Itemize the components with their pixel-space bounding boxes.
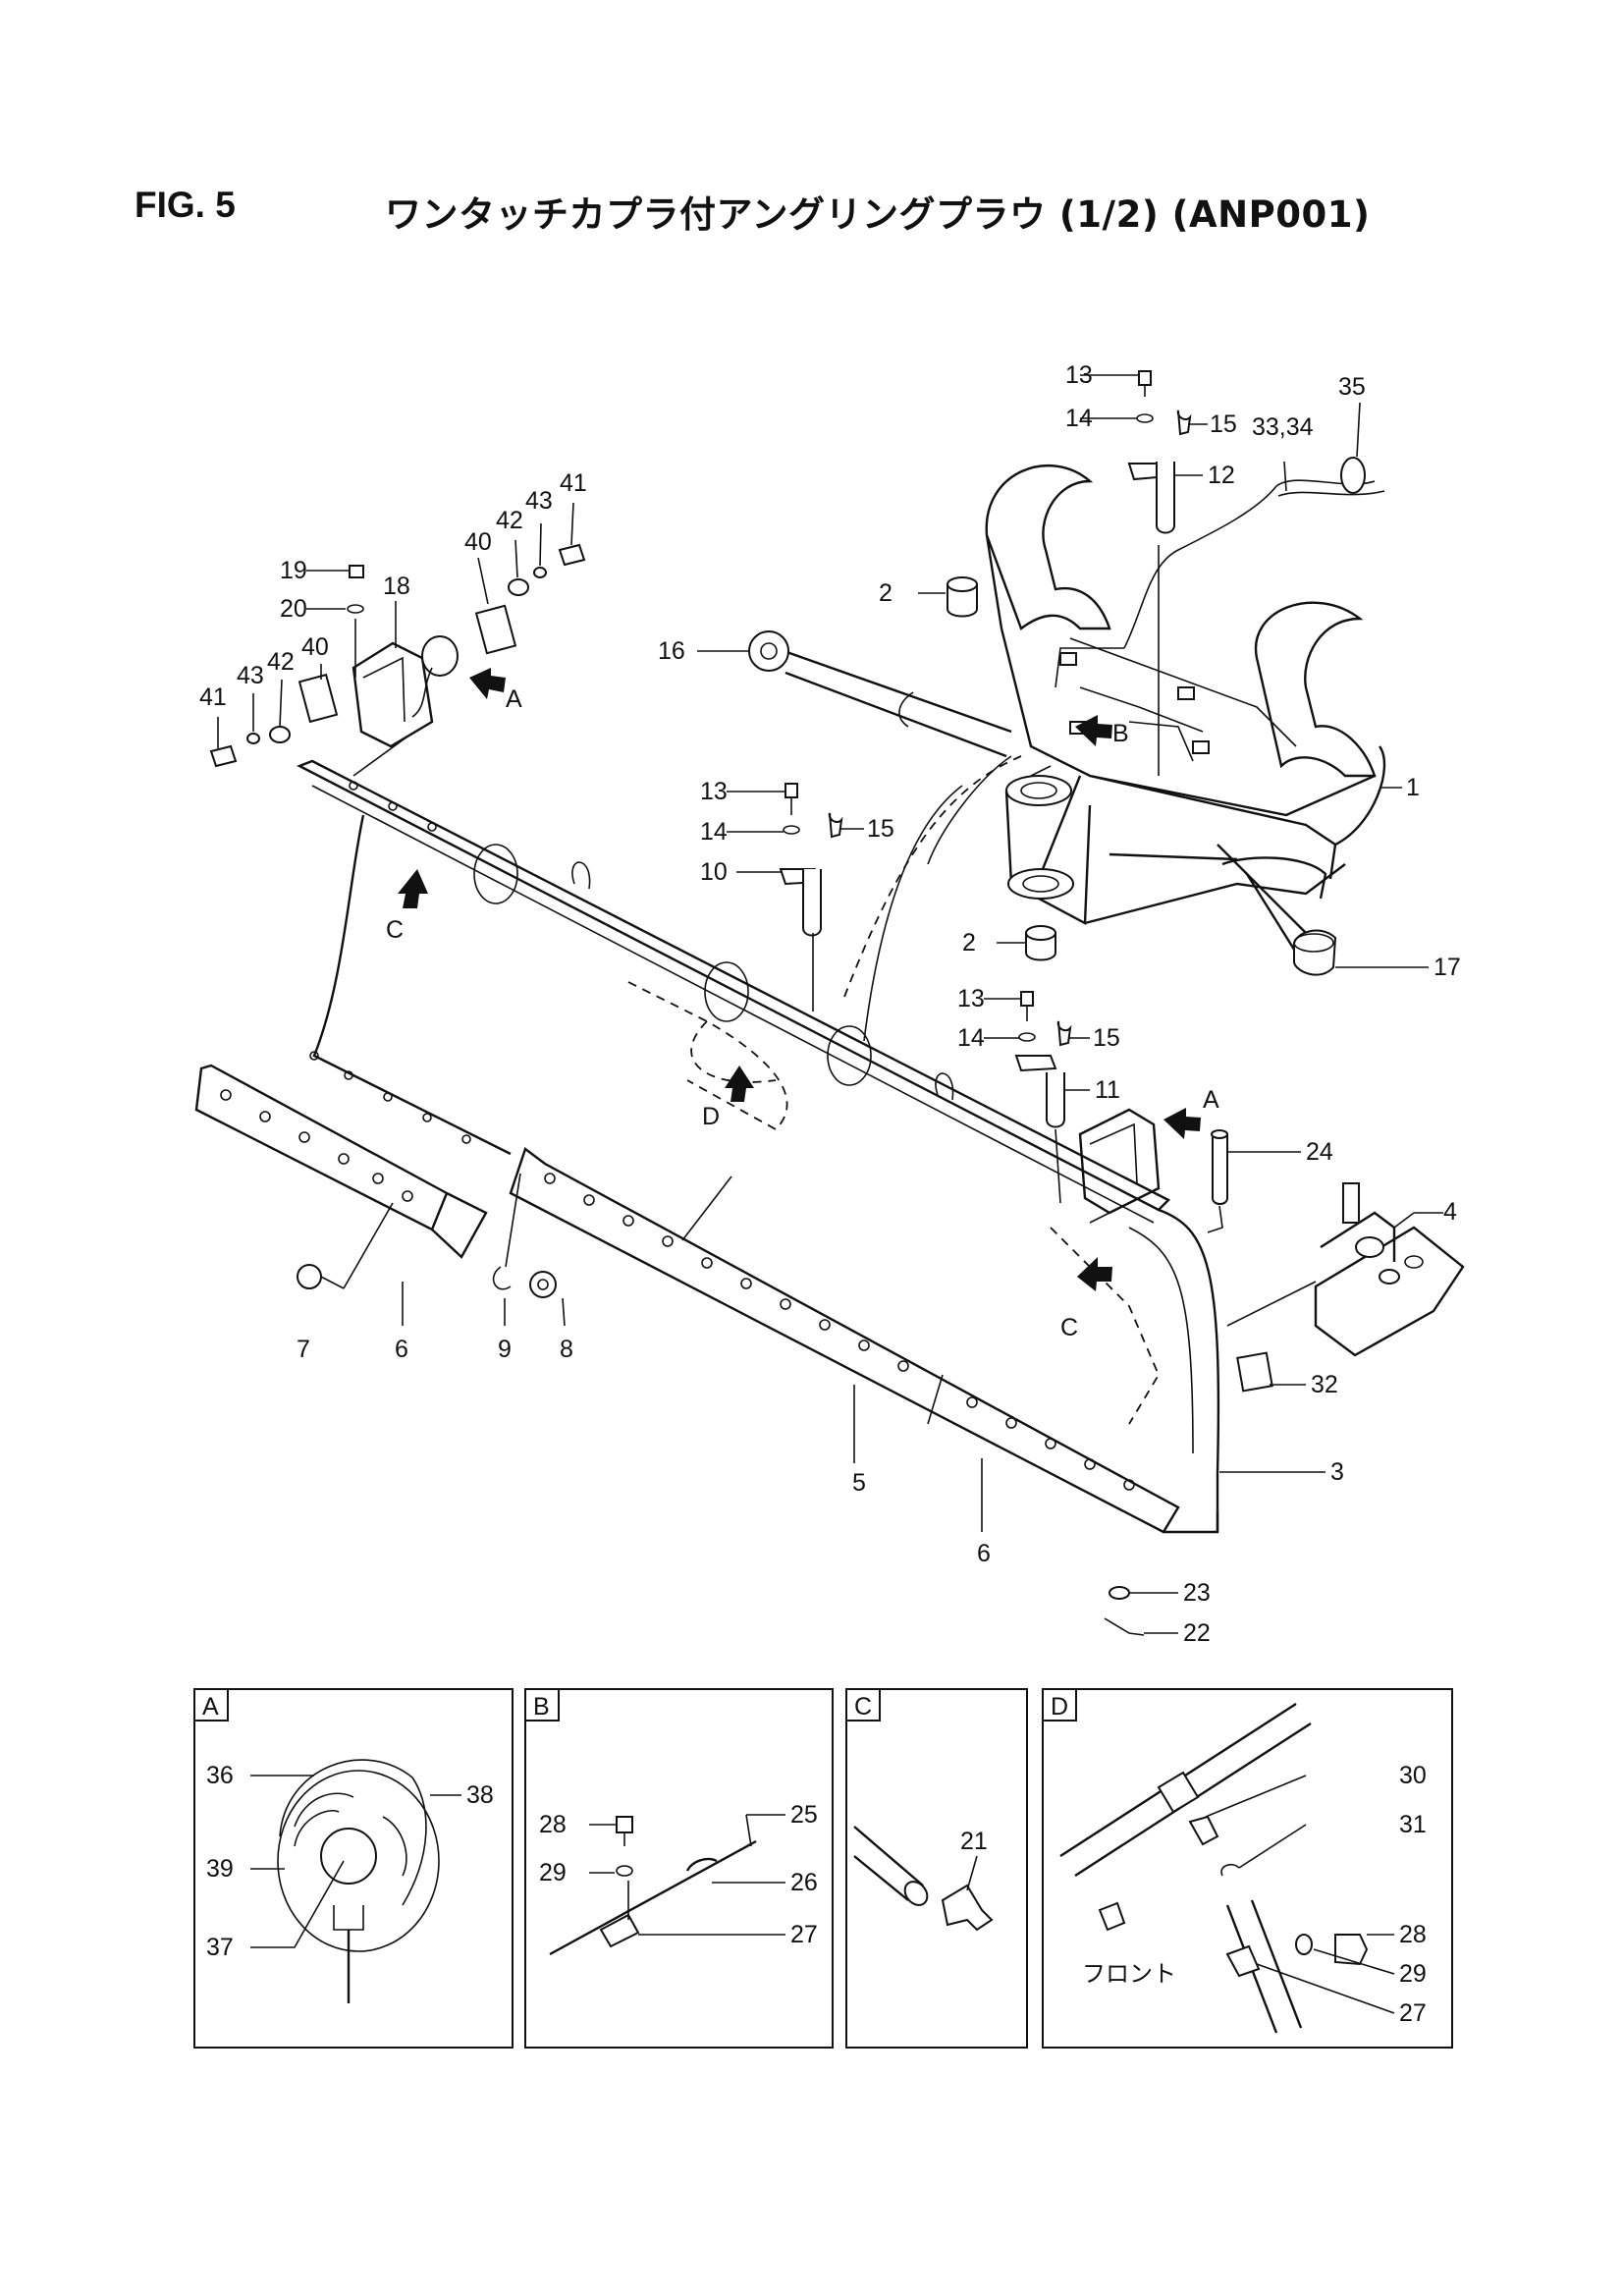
- callout: 12: [1208, 462, 1235, 489]
- leader-lines: [217, 374, 1443, 1634]
- detail-label: B: [533, 1693, 550, 1721]
- bolt-nut-hardware: [297, 1173, 983, 1532]
- callout: 40: [301, 633, 329, 661]
- callout: 43: [237, 662, 264, 689]
- callout: 14: [700, 818, 728, 846]
- valve-11-assembly: [1014, 991, 1072, 1204]
- front-direction-label: フロント: [1082, 1960, 1176, 1988]
- detail-callout: 28: [1399, 1921, 1427, 1948]
- detail-callout: 27: [790, 1921, 818, 1948]
- callout: 11: [1095, 1076, 1120, 1104]
- detail-callout: 26: [790, 1869, 818, 1896]
- view-label: B: [1112, 720, 1129, 747]
- callout: 19: [280, 557, 307, 584]
- detail-label: A: [202, 1693, 219, 1721]
- view-label: D: [702, 1103, 720, 1130]
- detail-callout: 39: [206, 1855, 234, 1883]
- plate-32: [1236, 1351, 1273, 1393]
- callout: 15: [867, 815, 894, 843]
- detail-callout: 29: [1399, 1960, 1427, 1988]
- callout: 23: [1183, 1579, 1211, 1607]
- view-labels: A A B C C D: [386, 685, 1219, 1341]
- pin-24: [1207, 1129, 1228, 1233]
- harness-33-34: [1275, 479, 1376, 487]
- callout: 6: [395, 1336, 408, 1363]
- detail-callout: 36: [206, 1762, 234, 1789]
- callout: 13: [1065, 361, 1093, 389]
- detail-callout: 37: [206, 1934, 234, 1961]
- callout: 16: [658, 637, 685, 665]
- valve-10-assembly: [779, 783, 843, 1011]
- callout: 15: [1093, 1024, 1120, 1052]
- callout: 7: [297, 1336, 310, 1363]
- detail-callout: 28: [539, 1811, 567, 1838]
- callout: 40: [464, 528, 492, 556]
- callout: 1: [1406, 774, 1420, 801]
- detail-callout: 38: [466, 1781, 494, 1809]
- detail-label: D: [1051, 1693, 1068, 1721]
- callout: 14: [957, 1024, 985, 1052]
- callout: 2: [962, 929, 976, 957]
- callout: 6: [977, 1540, 991, 1567]
- wire-22: [1104, 1617, 1145, 1636]
- detail-callout: 31: [1399, 1811, 1427, 1838]
- detail-callout: 25: [790, 1801, 818, 1829]
- bracket-4: [1226, 1182, 1465, 1357]
- callout: 10: [700, 858, 728, 886]
- cutting-edge-left: [194, 1064, 488, 1259]
- callout: 35: [1338, 373, 1366, 401]
- callout: 41: [199, 683, 227, 711]
- detail-callout: 30: [1399, 1762, 1427, 1789]
- callout: 2: [879, 579, 893, 607]
- callout: 17: [1434, 954, 1461, 981]
- callout-numbers: 1 2 2 3 4 5 6 6 7 8 9 10 11 12 13 13 13 …: [199, 361, 1461, 1647]
- callout: 18: [383, 573, 410, 600]
- detail-box-a: A 36 38 39 37: [193, 1688, 514, 2049]
- view-label: C: [386, 916, 404, 944]
- callout: 42: [496, 507, 523, 534]
- detail-label: C: [854, 1693, 872, 1721]
- callout: 24: [1306, 1138, 1333, 1166]
- coupler-frame: [748, 465, 1386, 976]
- grommet-35: [1340, 457, 1366, 494]
- callout: 20: [280, 595, 307, 623]
- detail-callout: 29: [539, 1859, 567, 1886]
- blade-assembly: [297, 755, 1220, 1534]
- callout: 22: [1183, 1619, 1211, 1647]
- edge-holes: [544, 1173, 1135, 1491]
- detail-callout: 27: [1399, 1999, 1427, 2027]
- callout: 5: [852, 1469, 866, 1497]
- callout: 43: [525, 487, 553, 515]
- view-label: A: [1203, 1086, 1219, 1114]
- view-label: A: [506, 685, 522, 713]
- detail-box-b: B 25 28 29 26 27: [524, 1688, 834, 2049]
- work-light-left: [209, 543, 586, 777]
- figure-number: FIG. 5: [135, 185, 236, 225]
- callout: 13: [700, 778, 728, 805]
- work-light-right: [1078, 1108, 1161, 1224]
- view-arrows: [398, 668, 1201, 1291]
- callout: 15: [1210, 410, 1237, 438]
- callout: 3: [1330, 1458, 1344, 1486]
- washer-23: [1109, 1586, 1130, 1600]
- callout: 13: [957, 985, 985, 1012]
- callout: 42: [267, 648, 295, 676]
- detail-box-d: D 30 31 28 29 27 フロント: [1042, 1688, 1453, 2049]
- callout: 4: [1443, 1198, 1457, 1226]
- view-label: C: [1060, 1314, 1078, 1341]
- detail-box-c: C 21: [845, 1688, 1028, 2049]
- callout: 14: [1065, 405, 1093, 432]
- callout: 41: [560, 469, 587, 497]
- figure-title: ワンタッチカプラ付アングリングプラウ (1/2) (ANP001): [385, 193, 1371, 236]
- callout: 9: [498, 1336, 512, 1363]
- valve-12-assembly: [1127, 370, 1192, 776]
- callout: 8: [560, 1336, 573, 1363]
- callout: 32: [1311, 1371, 1338, 1398]
- callout: 33,34: [1252, 413, 1314, 441]
- detail-callout: 21: [960, 1828, 988, 1855]
